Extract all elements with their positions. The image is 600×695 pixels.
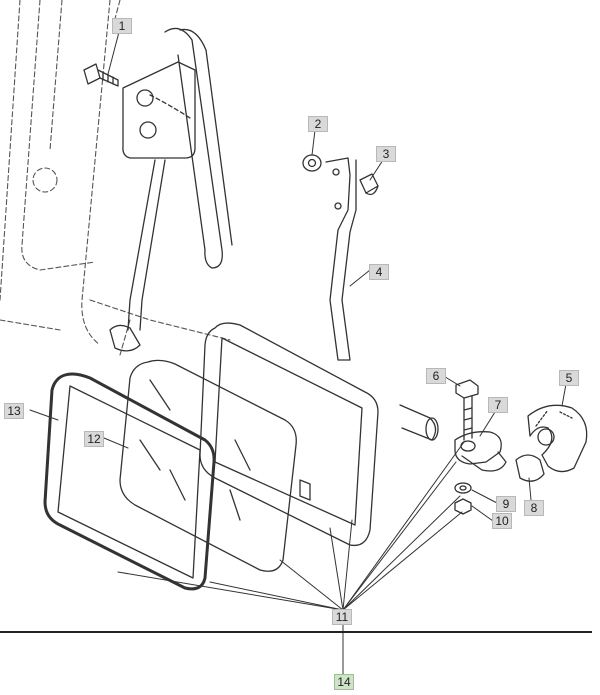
callout-2: 2 [308, 116, 328, 132]
washer-9 [454, 482, 472, 494]
cab-structure-outline [0, 0, 231, 356]
callout-11: 11 [332, 609, 352, 625]
callout-3: 3 [376, 146, 396, 162]
callout-12: 12 [84, 431, 104, 447]
section-divider [0, 631, 592, 633]
end-cap-8 [515, 454, 545, 482]
callout-14-assembly: 14 [334, 674, 354, 690]
bolt-1 [83, 63, 119, 87]
washer-2 [302, 154, 322, 172]
rubber-seal-13 [43, 372, 216, 591]
callout-7: 7 [488, 397, 508, 413]
upper-bracket [109, 27, 233, 352]
callout-13: 13 [4, 403, 24, 419]
callout-5: 5 [559, 370, 579, 386]
callout-6: 6 [426, 368, 446, 384]
nut-10 [454, 498, 472, 515]
callout-10: 10 [492, 513, 512, 529]
callout-4: 4 [369, 264, 389, 280]
leader-lines [29, 31, 567, 677]
clamp-7 [454, 431, 507, 472]
callout-8: 8 [524, 500, 544, 516]
mirror-arm-4 [325, 157, 439, 441]
mirror-glass-12 [119, 359, 297, 572]
callout-9: 9 [496, 496, 516, 512]
callout-1: 1 [112, 18, 132, 34]
cap-nut-3 [359, 173, 379, 196]
mirror-housing [199, 322, 379, 547]
clamp-block-5 [527, 404, 588, 473]
bolt-6 [455, 379, 479, 441]
